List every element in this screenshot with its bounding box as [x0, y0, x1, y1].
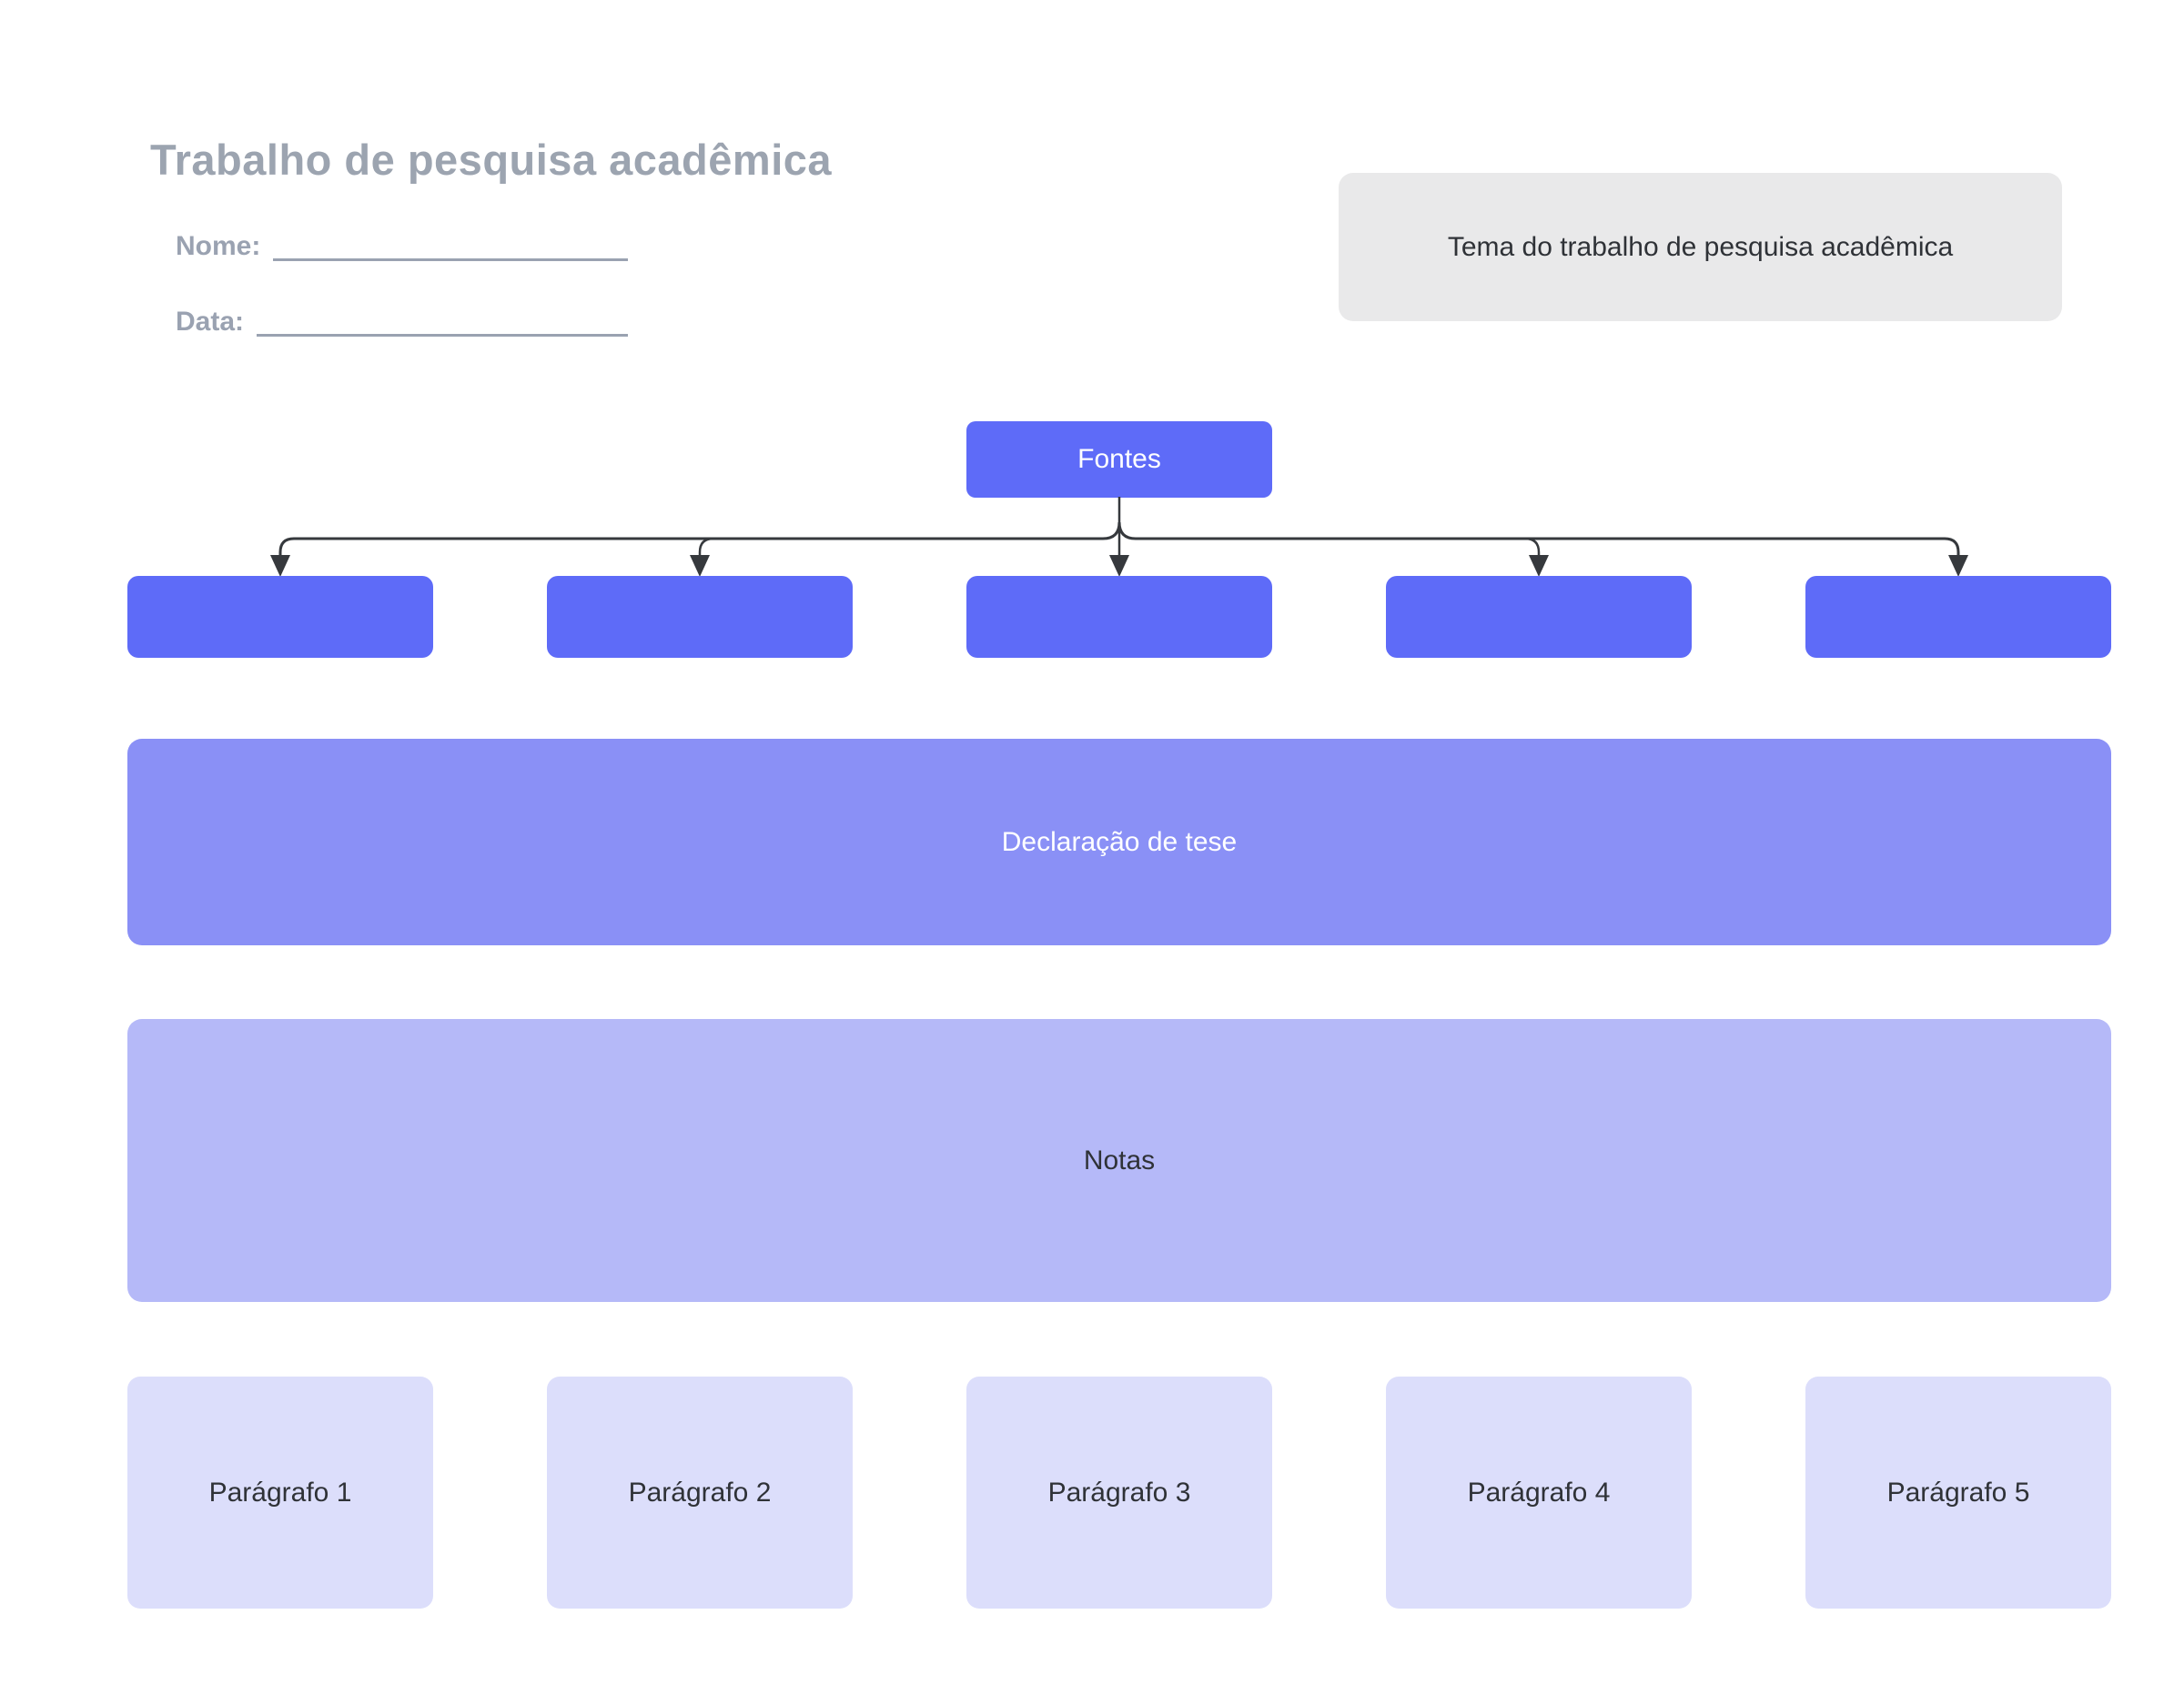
source-box-3[interactable] [966, 576, 1272, 658]
paragraph-box-2[interactable]: Parágrafo 2 [547, 1377, 853, 1609]
arrowhead-icon [1109, 555, 1129, 577]
sources-row [127, 576, 2111, 658]
paragraph-box-5[interactable]: Parágrafo 5 [1805, 1377, 2111, 1609]
date-field: Data: [176, 305, 628, 337]
thesis-box[interactable]: Declaração de tese [127, 739, 2111, 945]
source-box-2[interactable] [547, 576, 853, 658]
topic-box[interactable]: Tema do trabalho de pesquisa acadêmica [1339, 173, 2062, 321]
arrowhead-icon [270, 555, 290, 577]
paragraph-box-4[interactable]: Parágrafo 4 [1386, 1377, 1692, 1609]
arrowhead-icon [690, 555, 710, 577]
source-box-1[interactable] [127, 576, 433, 658]
thesis-label: Declaração de tese [1001, 826, 1238, 857]
paragraph-label: Parágrafo 5 [1886, 1477, 2030, 1508]
sources-root-label: Fontes [1077, 444, 1161, 474]
notes-box[interactable]: Notas [127, 1019, 2111, 1302]
paragraphs-row: Parágrafo 1 Parágrafo 2 Parágrafo 3 Pará… [127, 1377, 2111, 1609]
notes-label: Notas [1083, 1145, 1156, 1175]
date-label: Data: [176, 307, 245, 337]
paragraph-label: Parágrafo 4 [1467, 1477, 1611, 1508]
paragraph-box-3[interactable]: Parágrafo 3 [966, 1377, 1272, 1609]
paragraph-label: Parágrafo 3 [1047, 1477, 1191, 1508]
sources-root-node[interactable]: Fontes [966, 421, 1272, 498]
name-input-line[interactable] [273, 231, 628, 261]
source-box-5[interactable] [1805, 576, 2111, 658]
page-title: Trabalho de pesquisa acadêmica [150, 136, 833, 184]
paragraph-box-1[interactable]: Parágrafo 1 [127, 1377, 433, 1609]
paragraph-label: Parágrafo 2 [628, 1477, 772, 1508]
source-box-4[interactable] [1386, 576, 1692, 658]
arrowhead-icon [1948, 555, 1968, 577]
arrowhead-icon [1529, 555, 1549, 577]
topic-box-label: Tema do trabalho de pesquisa acadêmica [1447, 231, 1954, 262]
date-input-line[interactable] [257, 307, 628, 337]
name-label: Nome: [176, 231, 261, 261]
name-field: Nome: [176, 229, 628, 261]
paragraph-label: Parágrafo 1 [208, 1477, 352, 1508]
